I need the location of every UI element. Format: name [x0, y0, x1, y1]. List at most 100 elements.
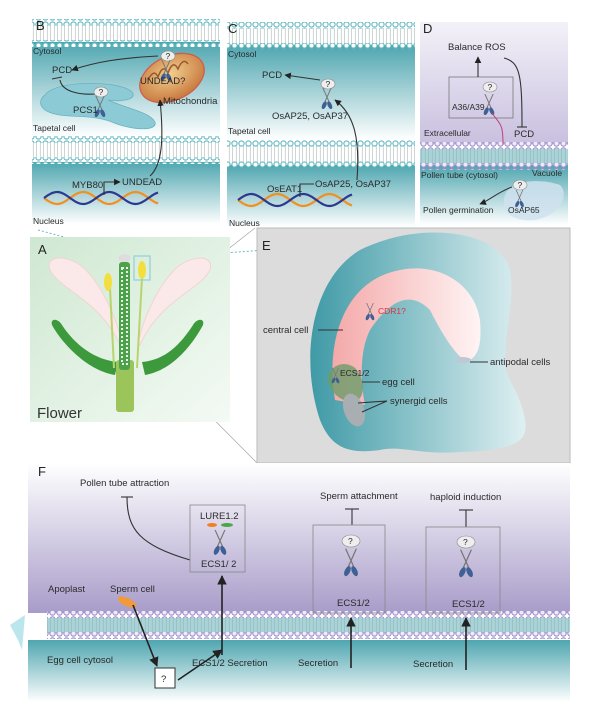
lipid-heads-outer [420, 142, 568, 149]
egg-cell-label: egg cell [382, 377, 415, 388]
sperm-cell-label: Sperm cell [110, 584, 155, 595]
lure-peptide [221, 523, 233, 527]
svg-text:?: ? [348, 536, 353, 546]
balance-ros-label: Balance ROS [448, 42, 506, 53]
svg-text:?: ? [166, 51, 171, 61]
secretion-label-1: Secretion [298, 658, 338, 669]
dna-strand [43, 190, 159, 206]
ecs-box3-label: ECS1/2 [452, 599, 485, 610]
nucleus-label: Nucleus [33, 216, 64, 226]
membrane-anchor [491, 112, 504, 146]
question-icon: ? [456, 535, 476, 549]
unknown-factor-label: ? [161, 674, 166, 685]
ecs-secretion-label: ECS1/2 Secretion [192, 658, 268, 669]
lipid-heads-outer [32, 19, 220, 26]
decorative-shape [10, 615, 25, 650]
pcd-label: PCD [262, 70, 282, 81]
svg-text:?: ? [99, 87, 104, 97]
anther [138, 261, 146, 279]
lipid-heads-inner [47, 632, 570, 639]
question-icon: ? [341, 534, 361, 548]
panel-f: F Pollen tube attraction LURE1.2 ECS1/ 2… [10, 463, 570, 702]
undead-gene-label: UNDEAD [122, 177, 162, 188]
tapetal-cell-label: Tapetal cell [33, 123, 76, 133]
cytosol-label: Cytosol [33, 46, 61, 56]
osap65-label: OsAP65 [508, 205, 540, 215]
lipid-tails [32, 142, 220, 158]
panel-letter-e: E [262, 238, 271, 253]
panel-a: A Flower [30, 237, 230, 422]
sperm-cell [117, 596, 137, 608]
panel-letter-d: D [423, 21, 432, 36]
antipodal-label: antipodal cells [490, 357, 550, 368]
antipodal-cell-shape [455, 357, 471, 363]
central-cell-label: central cell [263, 325, 308, 336]
lipid-heads-inner [32, 40, 220, 47]
osap-protein-label: OsAP25, OsAP37 [272, 111, 348, 122]
panel-e: E CDR1? central cell antipodal cells ECS… [256, 227, 571, 464]
egg-cytosol-bg [28, 640, 570, 702]
undead-question-label: UNDEAD? [140, 76, 185, 87]
a36-a39-label: A36/A39 [452, 102, 485, 112]
lipid-bilayer-membrane [227, 22, 415, 50]
svg-text:?: ? [463, 537, 468, 547]
mitochondria-label: Mitochondria [163, 96, 218, 107]
lure-label: LURE1.2 [200, 511, 239, 522]
lipid-heads-inner [227, 43, 415, 50]
lipid-tails [227, 146, 415, 162]
arrow-undead-to-mito [149, 99, 164, 177]
synergid-cell [342, 393, 366, 427]
oseat1-label: OsEAT1 [267, 184, 302, 195]
arrow-to-germination [479, 186, 513, 205]
anther [104, 273, 112, 291]
lure-box [189, 504, 246, 573]
question-icon: ? [482, 81, 498, 93]
arrow-undead-to-pcd [71, 55, 159, 72]
lipid-tails [227, 28, 415, 44]
pointer-line [357, 400, 388, 413]
lipid-heads-outer [32, 136, 220, 143]
myb80-label: MYB80 [72, 180, 103, 191]
promoter-arrow [299, 183, 314, 197]
lure-peptide [207, 523, 217, 527]
arrow-to-pcd [284, 72, 321, 81]
lipid-bilayer-membrane [32, 19, 220, 47]
haploid-induction-label: haploid induction [430, 492, 501, 503]
question-icon: ? [160, 50, 176, 62]
lipid-heads-outer [227, 140, 415, 147]
svg-text:?: ? [518, 180, 523, 190]
sepal [51, 319, 119, 375]
panel-letter-b: B [36, 18, 45, 33]
question-icon: ? [93, 86, 109, 98]
ecs-box [425, 526, 501, 614]
egg-cytosol-label: Egg cell cytosol [47, 655, 113, 666]
question-icon: ? [512, 179, 528, 191]
unknown-factor-box [154, 667, 176, 689]
panel-letter-c: C [228, 21, 237, 36]
pedicel [116, 360, 134, 412]
central-cell [332, 268, 481, 405]
flower-label: Flower [37, 405, 82, 422]
tapetal-cell-label: Tapetal cell [228, 126, 271, 136]
petal [137, 257, 211, 346]
pcd-label: PCD [514, 129, 534, 140]
secretion-label-2: Secretion [413, 659, 453, 670]
filament [109, 287, 115, 369]
inhibit-line [126, 496, 191, 561]
apoplast-bg [28, 463, 570, 613]
lipid-heads-outer [227, 22, 415, 29]
pcs1-label: PCS1 [73, 105, 98, 116]
inhibit-pcs1-pcd [59, 79, 97, 95]
lipid-heads-inner [420, 163, 568, 170]
pollen-tube-attraction-label: Pollen tube attraction [80, 478, 169, 489]
lipid-bilayer-membrane [47, 611, 570, 639]
osap-gene-label: OsAP25, OsAP37 [315, 179, 391, 190]
question-icon: ? [320, 78, 336, 90]
panel-letter-f: F [38, 464, 46, 479]
apoplast-label: Apoplast [48, 584, 85, 595]
sepal [142, 319, 204, 375]
arrow-unknown-to-secretion [177, 649, 223, 681]
ecs-label: ECS1/2 [340, 368, 370, 378]
inhibit-pcd-line [503, 57, 523, 128]
dna-helix [237, 192, 353, 208]
